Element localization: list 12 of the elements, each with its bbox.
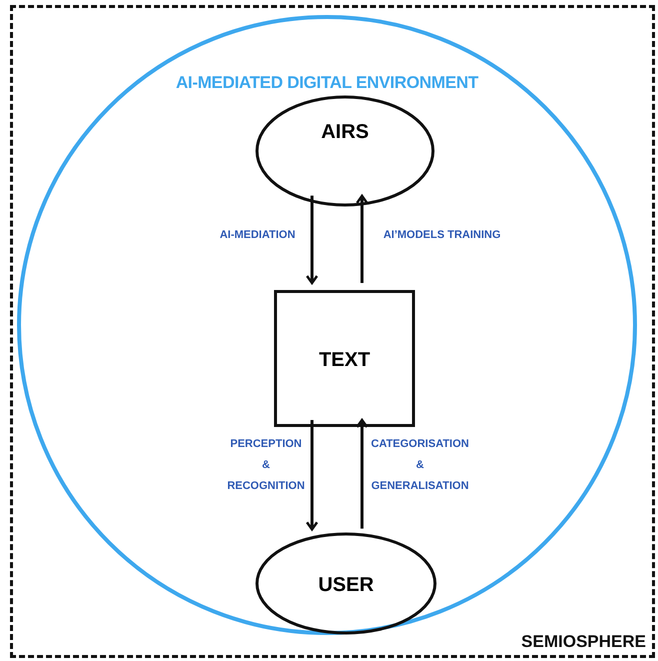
node-label: USER: [317, 574, 375, 597]
environment-title: AI-MEDIATED DIGITAL ENVIRONMENT: [174, 73, 480, 93]
process-box: [274, 290, 415, 427]
ellipse-node: [255, 532, 437, 635]
boundary-label: SEMIOSPHERE: [521, 632, 646, 652]
node-label: TEXT: [318, 349, 372, 372]
arrow: [306, 420, 318, 531]
arrow: [306, 196, 318, 284]
arrow: [356, 418, 368, 529]
arrow: [356, 194, 368, 283]
ellipse-node: [255, 95, 435, 207]
node-label: AIRS: [320, 121, 370, 144]
